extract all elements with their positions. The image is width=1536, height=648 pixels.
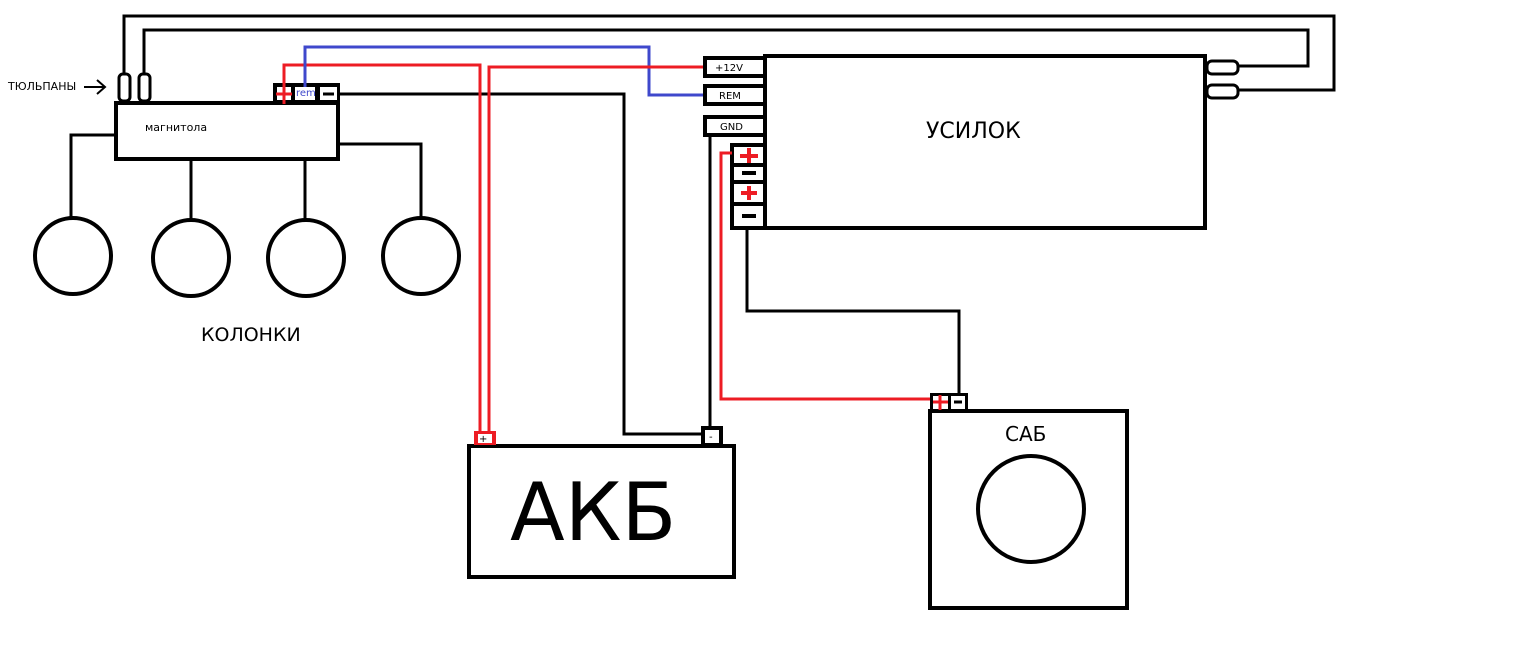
battery-plus-terminal-inner <box>478 434 492 443</box>
rca-plug-2 <box>137 72 152 103</box>
rca-cable-2 <box>142 28 1310 74</box>
amp-rca-input-1 <box>1205 59 1240 76</box>
speaker-4 <box>381 216 461 296</box>
subwoofer <box>928 409 1129 610</box>
head-unit <box>114 101 340 161</box>
speaker-wire-4 <box>338 142 423 217</box>
battery <box>467 444 736 579</box>
head-unit-rem-terminal <box>295 87 315 100</box>
subwoofer-label: САБ <box>1005 422 1046 446</box>
rca-plug-1 <box>117 72 132 103</box>
amplifier-label: УСИЛОК <box>926 119 1021 144</box>
head-unit-rem-label: rem <box>296 88 316 99</box>
battery-minus-terminal-inner <box>705 430 719 443</box>
speaker-3 <box>266 218 346 298</box>
head-unit-power-wire <box>282 63 482 432</box>
speaker-1 <box>33 216 113 296</box>
head-unit-ground-wire <box>340 92 703 436</box>
rca-label: ТЮЛЬПАНЫ <box>7 80 76 93</box>
speakers-label: КОЛОНКИ <box>201 324 301 346</box>
amp-gnd-label: GND <box>720 122 743 133</box>
sub-plus-icon <box>933 395 948 410</box>
amplifier <box>763 54 1207 230</box>
arrow-right-icon <box>84 79 107 95</box>
remote-wire <box>303 45 705 97</box>
amp-12v-terminal <box>703 56 767 78</box>
battery-label: АКБ <box>510 466 676 559</box>
speaker-wire-1 <box>69 133 116 218</box>
amp-12v-label: +12V <box>715 63 743 74</box>
plus-icon <box>740 148 758 163</box>
head-unit-label: магнитола <box>145 121 207 134</box>
amp-rem-label: REM <box>719 91 741 102</box>
amp-rca-input-2 <box>1205 83 1240 100</box>
battery-plus-label: + <box>479 434 487 445</box>
plus-icon <box>741 186 757 200</box>
rca-cable-1 <box>122 14 1336 92</box>
sub-positive-wire <box>719 151 935 401</box>
amp-rem-terminal <box>703 84 767 106</box>
amp-gnd-terminal <box>703 115 767 137</box>
amp-power-wire <box>487 65 705 432</box>
battery-minus-label: - <box>709 432 713 443</box>
sub-negative-wire <box>745 230 961 393</box>
subwoofer-speaker <box>976 454 1086 564</box>
speaker-2 <box>151 218 231 298</box>
